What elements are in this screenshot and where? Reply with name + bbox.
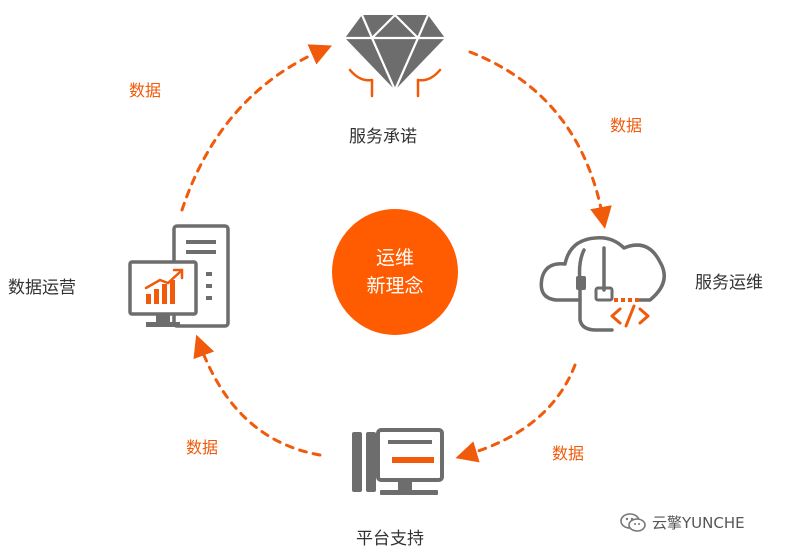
arrow-label-top-left: 数据 xyxy=(129,81,162,100)
center-line-2: 新理念 xyxy=(366,275,424,297)
arrow-label-bottom-right: 数据 xyxy=(552,444,585,463)
watermark: 云擎YUNCHE xyxy=(620,512,745,533)
cloud-code-icon xyxy=(539,235,666,332)
computer-chart-icon xyxy=(128,224,230,328)
center-circle: 运维 新理念 xyxy=(332,209,458,335)
cycle-arrows xyxy=(180,44,612,463)
node-label-left: 数据运营 xyxy=(8,278,76,298)
node-label-bottom: 平台支持 xyxy=(356,529,424,549)
arrow-label-top-right: 数据 xyxy=(610,116,643,135)
wechat-icon xyxy=(620,512,646,532)
node-label-right: 服务运维 xyxy=(695,273,763,293)
center-line-1: 运维 xyxy=(375,247,414,269)
terminal-monitor-icon xyxy=(352,428,444,495)
diamond-icon xyxy=(345,13,445,98)
node-label-top: 服务承诺 xyxy=(349,127,417,147)
watermark-text: 云擎YUNCHE xyxy=(652,514,745,532)
arrow-label-bottom-left: 数据 xyxy=(186,438,219,457)
arrow-bottom-to-left xyxy=(193,334,322,457)
arrow-top-to-right xyxy=(468,50,612,229)
arrow-right-to-bottom xyxy=(455,363,577,463)
arrow-left-to-top xyxy=(180,44,333,212)
